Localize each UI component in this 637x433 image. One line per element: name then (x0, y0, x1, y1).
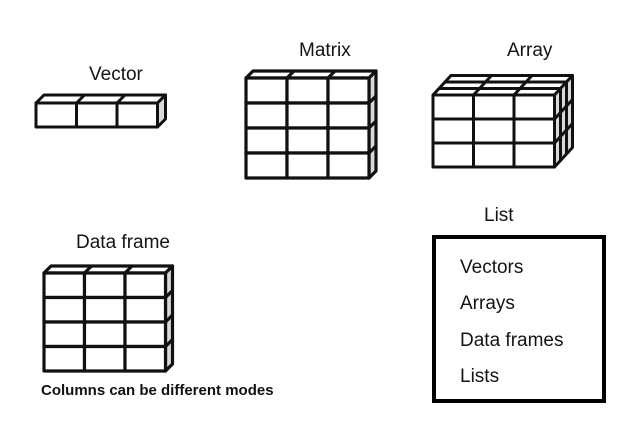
vector-figure (34, 93, 167, 129)
data-frame-cell (123, 295, 168, 324)
array-layer-edge (439, 87, 562, 161)
list-box: Vectors Arrays Data frames Lists (432, 235, 606, 403)
matrix-cell (244, 151, 289, 180)
matrix-cell (244, 76, 289, 105)
data-frame-cell (123, 320, 168, 349)
data-frame-cell (82, 344, 127, 373)
matrix-cell (244, 101, 289, 130)
data-frame-cell (123, 344, 168, 373)
matrix-cell (326, 126, 371, 155)
array-cell (431, 141, 475, 169)
matrix-cell (326, 101, 371, 130)
data-frame-cell (82, 271, 127, 300)
list-label: List (484, 205, 514, 226)
data-frame-caption: Columns can be different modes (41, 382, 274, 399)
data-frame-cell (42, 271, 87, 300)
matrix-cell (285, 126, 330, 155)
matrix-cell (285, 101, 330, 130)
array-top-face (431, 74, 574, 97)
vector-cell (75, 101, 119, 129)
vector-label: Vector (89, 64, 143, 85)
array-figure (431, 74, 574, 169)
list-item-vectors: Vectors (460, 257, 524, 278)
data-frame-cell (42, 295, 87, 324)
matrix-figure (244, 69, 378, 180)
data-frame-cell (82, 295, 127, 324)
list-item-arrays: Arrays (460, 293, 515, 314)
array-side-divider (553, 98, 574, 121)
data-frame-cell (82, 320, 127, 349)
array-cell (472, 93, 516, 121)
data-frame-label: Data frame (76, 232, 170, 253)
array-cell (512, 141, 556, 169)
array-side-divider (553, 122, 574, 145)
matrix-cell (244, 126, 289, 155)
data-frame-cell (42, 320, 87, 349)
array-cell (472, 117, 516, 145)
vector-cell (115, 101, 159, 129)
matrix-cell (285, 151, 330, 180)
array-top-divider (512, 74, 534, 97)
array-label: Array (507, 40, 553, 61)
array-cell (431, 117, 475, 145)
list-item-lists: Lists (460, 366, 500, 387)
array-cell (431, 93, 475, 121)
data-frame-cell (123, 271, 168, 300)
array-cell (512, 117, 556, 145)
data-frame-cell (42, 344, 87, 373)
matrix-cell (326, 151, 371, 180)
array-layer-edge (445, 80, 568, 154)
matrix-cell (285, 76, 330, 105)
matrix-cell (326, 76, 371, 105)
vector-cell (34, 101, 78, 129)
array-cell (512, 93, 556, 121)
matrix-label: Matrix (299, 40, 351, 61)
data-frame-figure (42, 264, 175, 373)
list-item-data-frames: Data frames (460, 330, 564, 351)
array-cell (472, 141, 516, 169)
array-top-divider (472, 74, 493, 97)
